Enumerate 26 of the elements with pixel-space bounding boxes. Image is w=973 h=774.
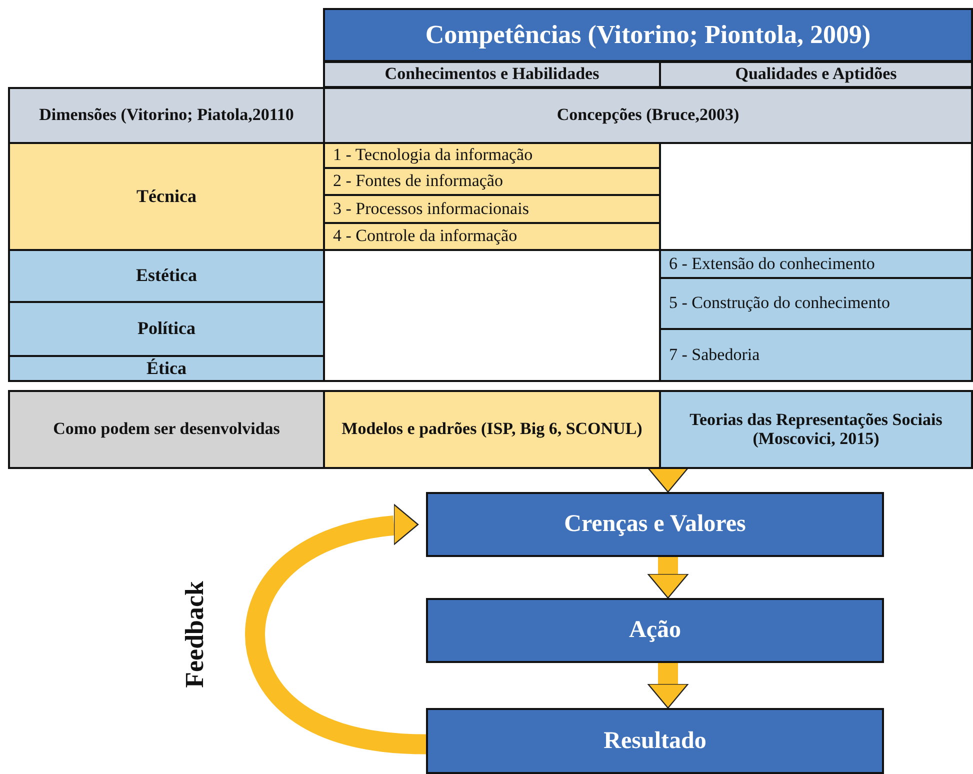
arrow xyxy=(647,557,689,599)
table-cell: 7 - Sabedoria xyxy=(659,328,973,382)
table-cell: Modelos e padrões (ISP, Big 6, SCONUL) xyxy=(323,390,661,469)
row-header: Concepções (Bruce,2003) xyxy=(323,87,973,144)
table-cell: 6 - Extensão do conhecimento xyxy=(659,249,973,279)
table-cell: Como podem ser desenvolvidas xyxy=(8,390,325,469)
table-cell: Técnica xyxy=(8,142,325,251)
arrow xyxy=(647,663,689,709)
table-cell: 1 - Tecnologia da informação xyxy=(323,142,661,169)
row-header: Dimensões (Vitorino; Piatola,20110 xyxy=(8,87,325,144)
table-cell: Estética xyxy=(8,249,325,303)
arrow xyxy=(245,504,426,754)
header-cell: Competências (Vitorino; Piontola, 2009) xyxy=(323,8,973,62)
process-box: Crenças e Valores xyxy=(426,492,884,557)
process-box: Resultado xyxy=(426,708,884,774)
process-box: Ação xyxy=(426,598,884,663)
column-header: Conhecimentos e Habilidades xyxy=(323,61,661,88)
arrow xyxy=(647,467,689,493)
table-cell: 5 - Construção do conhecimento xyxy=(659,277,973,330)
table-cell: Teorias das Representações Sociais (Moscovici, 2015) xyxy=(659,390,973,469)
table-cell: Política xyxy=(8,301,325,357)
table-cell: Ética xyxy=(8,355,325,382)
table-cell: 3 - Processos informacionais xyxy=(323,194,661,224)
table-cell: 2 - Fontes de informação xyxy=(323,167,661,196)
column-header: Qualidades e Aptidões xyxy=(659,61,973,88)
table-cell: 4 - Controle da informação xyxy=(323,222,661,251)
